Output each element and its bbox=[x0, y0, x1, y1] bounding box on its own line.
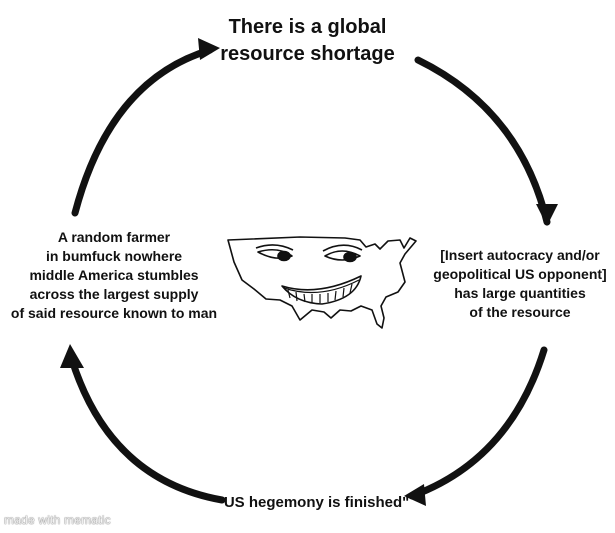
node-farmer-finds-resource: A random farmer in bumfuck nowhere middl… bbox=[2, 228, 226, 323]
node-line: across the largest supply bbox=[29, 286, 199, 302]
arrowhead-bottom bbox=[404, 484, 426, 506]
node-global-shortage: There is a global resource shortage bbox=[190, 14, 425, 68]
node-line: A random farmer bbox=[57, 229, 171, 245]
node-line: middle America stumbles bbox=[29, 267, 199, 283]
node-line: of said resource known to man bbox=[10, 305, 218, 321]
arrow-right-to-bottom bbox=[408, 346, 548, 500]
arrow-top-to-right bbox=[414, 56, 551, 226]
node-autocracy-has-resource: [Insert autocracy and/or geopolitical US… bbox=[420, 246, 615, 322]
node-line: has large quantities bbox=[454, 285, 586, 301]
arrowhead-left bbox=[60, 344, 84, 368]
arrowhead-top bbox=[198, 38, 220, 60]
arrowhead-right bbox=[536, 204, 558, 226]
node-line: "US hegemony is finished" bbox=[216, 494, 410, 511]
watermark: made with mematic bbox=[4, 513, 111, 527]
node-line: geopolitical US opponent] bbox=[433, 266, 607, 282]
node-hegemony-finished: "US hegemony is finished" bbox=[200, 493, 426, 513]
node-line: [Insert autocracy and/or bbox=[440, 247, 600, 263]
node-line: in bumfuck nowhere bbox=[45, 248, 183, 264]
node-line: There is a global bbox=[228, 16, 387, 38]
arrow-left-to-top bbox=[71, 46, 214, 217]
arrow-bottom-to-left bbox=[68, 356, 226, 504]
node-line: of the resource bbox=[469, 304, 571, 320]
node-line: resource shortage bbox=[220, 43, 395, 65]
usa-map-face-icon bbox=[227, 236, 417, 329]
